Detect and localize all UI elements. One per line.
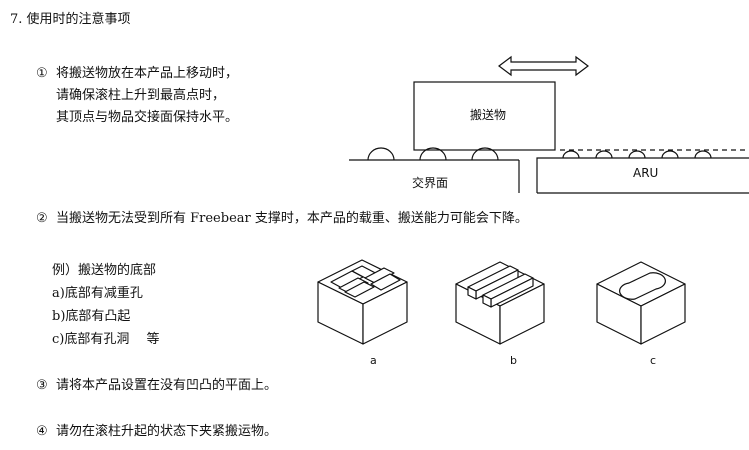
- item-1-marker: ①: [36, 66, 48, 81]
- double-arrow-icon: [498, 55, 589, 77]
- roller-3: [471, 147, 499, 161]
- item-4-marker: ④: [36, 424, 48, 439]
- caption-b: b: [510, 354, 517, 367]
- interface-label: 交界面: [412, 176, 449, 190]
- caption-a: a: [370, 354, 377, 367]
- item-1-line-1: 将搬送物放在本产品上移动时，: [56, 66, 239, 81]
- roller-2: [419, 147, 447, 161]
- item-2-marker: ②: [36, 211, 48, 226]
- box-a-lightening-holes: [317, 259, 408, 345]
- load-label: 搬送物: [470, 108, 507, 122]
- item-4-line-1: 请勿在滚柱升起的状态下夹紧搬运物。: [56, 424, 278, 439]
- caption-c: c: [650, 354, 657, 367]
- item-2-line-1: 当搬送物无法受到所有 Freebear 支撑时，本产品的载重、搬送能力可能会下降…: [56, 211, 528, 226]
- example-heading: 例）搬送物的底部: [52, 263, 157, 278]
- item-3-marker: ③: [36, 378, 48, 393]
- example-c: c)底部有孔洞 等: [52, 332, 160, 347]
- item-3-line-1: 请将本产品设置在没有凹凸的平面上。: [56, 378, 278, 393]
- item-1-line-2: 请确保滚柱上升到最高点时，: [56, 88, 226, 103]
- aru-label: ARU: [633, 166, 659, 180]
- example-b: b)底部有凸起: [52, 309, 131, 324]
- item-1-line-3: 其顶点与物品交接面保持水平。: [56, 110, 239, 125]
- example-a: a)底部有减重孔: [52, 286, 143, 301]
- roller-1: [367, 147, 395, 161]
- box-b-ridges: [455, 261, 545, 345]
- load-box: [413, 81, 556, 151]
- section-title: 7. 使用时的注意事项: [10, 12, 131, 27]
- box-c-hole: [596, 261, 686, 345]
